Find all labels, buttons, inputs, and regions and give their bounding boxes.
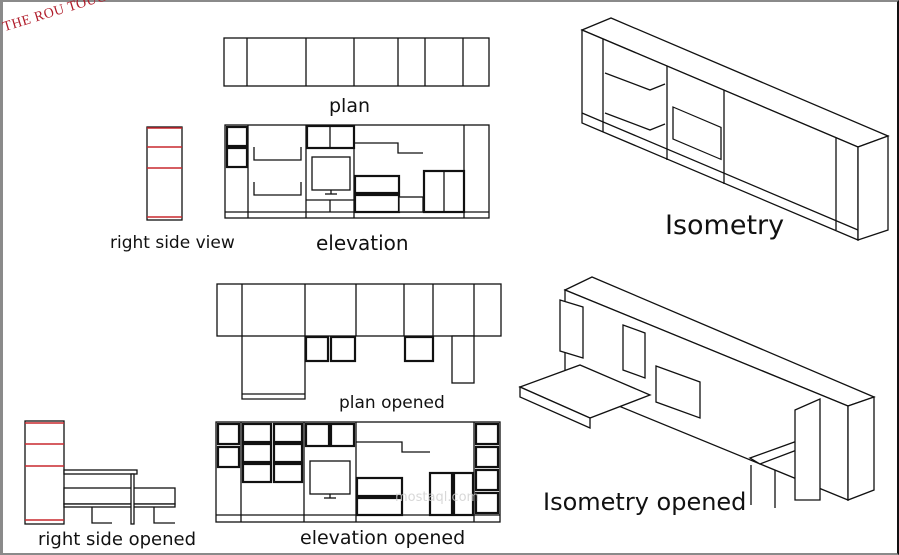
label-right-side-view: right side view <box>110 233 235 253</box>
label-plan: plan <box>329 95 371 117</box>
label-elevation: elevation <box>316 231 409 255</box>
plan-drawing <box>223 37 490 87</box>
plan-opened-drawing <box>216 283 502 400</box>
elevation-drawing <box>224 124 490 219</box>
label-isometry: Isometry <box>665 210 785 241</box>
label-plan-opened: plan opened <box>339 393 445 413</box>
right-side-opened-drawing <box>24 420 176 525</box>
isometry-opened-drawing <box>518 276 876 508</box>
site-watermark: mostaql.com <box>395 490 480 505</box>
label-isometry-opened: Isometry opened <box>543 488 747 516</box>
label-elevation-opened: elevation opened <box>300 527 466 549</box>
right-side-view-drawing <box>146 126 183 221</box>
label-right-side-opened: right side opened <box>38 529 197 550</box>
isometry-drawing <box>580 17 890 241</box>
elevation-opened-drawing <box>215 421 501 523</box>
